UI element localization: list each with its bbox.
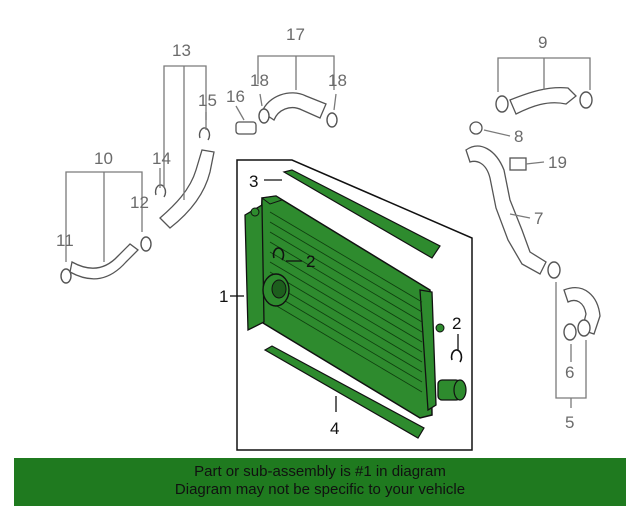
clamp-14[interactable] bbox=[154, 184, 167, 198]
clamp-11[interactable] bbox=[60, 268, 72, 284]
clamp-6-right[interactable] bbox=[577, 319, 591, 337]
callout-5: 5 bbox=[565, 413, 574, 432]
clamp-8[interactable] bbox=[469, 121, 483, 135]
callout-4: 4 bbox=[330, 419, 339, 438]
left-upper-hose[interactable] bbox=[159, 149, 215, 229]
callout-18-left: 18 bbox=[250, 71, 269, 90]
left-lower-hose[interactable] bbox=[69, 243, 139, 280]
callout-18-right: 18 bbox=[328, 71, 347, 90]
disclaimer-banner: Part or sub-assembly is #1 in diagram Di… bbox=[14, 458, 626, 506]
callout-17: 17 bbox=[286, 25, 305, 44]
intercooler-assembly[interactable] bbox=[244, 195, 467, 419]
callout-2-lower: 2 bbox=[452, 314, 461, 333]
clamp-18-right[interactable] bbox=[326, 112, 338, 128]
clamp-9-right[interactable] bbox=[579, 91, 593, 109]
clamp-6-left[interactable] bbox=[563, 323, 577, 341]
o-ring-lower[interactable] bbox=[450, 349, 463, 363]
right-upper-hose[interactable] bbox=[509, 86, 577, 115]
upper-center-hose[interactable] bbox=[261, 92, 327, 121]
o-ring-upper[interactable] bbox=[272, 247, 285, 261]
callout-7: 7 bbox=[534, 209, 543, 228]
right-pipe[interactable] bbox=[465, 145, 547, 275]
clamp-12[interactable] bbox=[140, 236, 152, 252]
callout-9: 9 bbox=[538, 33, 547, 52]
clamp-18-left[interactable] bbox=[258, 108, 270, 124]
top-seal-strip[interactable] bbox=[282, 169, 441, 259]
clamp-7[interactable] bbox=[547, 261, 561, 279]
callout-10: 10 bbox=[94, 149, 113, 168]
callout-13: 13 bbox=[172, 41, 191, 60]
callout-1: 1 bbox=[219, 287, 228, 306]
parts-diagram: 1 2 2 3 4 5 6 7 8 9 10 11 12 13 14 15 16… bbox=[56, 25, 601, 451]
highlight-frame bbox=[236, 159, 473, 451]
callout-16: 16 bbox=[226, 87, 245, 106]
callout-3: 3 bbox=[249, 172, 258, 191]
callout-11: 11 bbox=[56, 231, 74, 250]
callout-14: 14 bbox=[152, 149, 171, 168]
leader-lines bbox=[65, 55, 591, 412]
bracket-16[interactable] bbox=[235, 121, 257, 135]
callout-6: 6 bbox=[565, 363, 574, 382]
callout-15: 15 bbox=[198, 91, 217, 110]
clamp-15[interactable] bbox=[198, 127, 211, 141]
bottom-seal-strip[interactable] bbox=[263, 345, 425, 439]
bracket-19[interactable] bbox=[509, 157, 527, 171]
banner-line-1: Part or sub-assembly is #1 in diagram bbox=[194, 463, 446, 480]
callout-12: 12 bbox=[130, 193, 149, 212]
clamp-9-left[interactable] bbox=[495, 95, 509, 113]
banner-line-2: Diagram may not be specific to your vehi… bbox=[174, 481, 466, 498]
callout-2-upper: 2 bbox=[306, 252, 315, 271]
callout-19: 19 bbox=[548, 153, 567, 172]
callout-8: 8 bbox=[514, 127, 523, 146]
